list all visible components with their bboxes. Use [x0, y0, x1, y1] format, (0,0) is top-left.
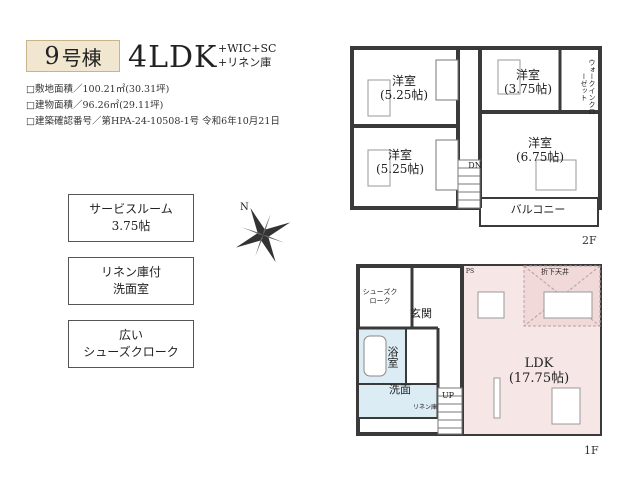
feature-service-room: サービスルーム 3.75帖	[68, 194, 194, 242]
compass-north-label: N	[240, 202, 249, 213]
feature-sub: シューズクローク	[83, 345, 179, 359]
balcony-label: バルコニー	[510, 203, 566, 216]
spec-list: □敷地面積／100.21㎡(30.31坪) □建物面積／96.26㎡(29.11…	[26, 82, 280, 130]
washroom-label: 洗面	[389, 383, 411, 396]
unit-badge: 9 号棟	[26, 40, 120, 72]
spec-building-area: □建物面積／96.26㎡(29.11坪)	[26, 100, 164, 111]
pipe-shaft-label: PS	[465, 268, 475, 275]
bathtub-icon	[363, 335, 387, 377]
room-2f-se: 洋室 (6.75帖)	[508, 136, 572, 164]
ldk-size: (17.75帖)	[508, 371, 570, 386]
walk-in-closet-label: ウォークインクローゼット	[580, 59, 596, 115]
bed-icon	[535, 159, 577, 191]
layout-extra-linen: +リネン庫	[218, 56, 272, 69]
room-name: 洋室	[387, 148, 412, 162]
room-2f-nw: 洋室 (5.25帖)	[374, 74, 434, 102]
compass-rose-icon	[235, 207, 291, 263]
layout-title: 4LDK	[128, 40, 218, 75]
bed-icon	[497, 59, 521, 95]
room-2f-ne: 洋室 (3.75帖)	[496, 68, 560, 96]
room-name: 洋室	[527, 136, 552, 150]
linen-closet-label: リネン庫	[412, 404, 437, 411]
room-name: 洋室	[515, 68, 540, 82]
room-size: (5.25帖)	[379, 88, 429, 102]
feature-linen-washroom: リネン庫付 洗面室	[68, 257, 194, 305]
room-size: (5.25帖)	[375, 162, 425, 176]
room-size: (3.75帖)	[503, 82, 553, 96]
bath-label: 浴室	[386, 346, 399, 368]
sofa-icon	[551, 387, 581, 425]
room-name: 洋室	[391, 74, 416, 88]
spec-site-area: □敷地面積／100.21㎡(30.31坪)	[26, 84, 170, 95]
dining-table-icon	[477, 291, 505, 319]
closet-2f-2	[435, 139, 459, 191]
bed-icon	[367, 149, 391, 187]
unit-number: 9	[44, 42, 60, 70]
feature-label: 広い	[118, 328, 143, 342]
spec-permit-number: □建築確認番号／第HPA-24-10508-1号 令和6年10月21日	[26, 116, 280, 127]
ldk-room: LDK (17.75帖)	[504, 356, 574, 386]
shoe-closet-label: シューズクローク	[362, 288, 398, 305]
closet-2f-1	[435, 59, 459, 101]
tv-icon	[493, 377, 501, 419]
floor-plan-1f	[356, 264, 602, 436]
room-size: (6.75帖)	[515, 150, 565, 164]
feature-label: サービスルーム	[89, 202, 173, 216]
feature-sub: 3.75帖	[111, 219, 151, 233]
unit-suffix: 号棟	[61, 45, 102, 70]
folded-ceiling-label: 折下天井	[541, 268, 569, 276]
bed-icon	[367, 79, 391, 117]
stairs-down-label: DN	[468, 161, 482, 170]
stairs-up-label: UP	[441, 391, 455, 400]
balcony-area	[479, 197, 599, 227]
layout-extra-wic-sc: +WIC+SC	[218, 42, 277, 55]
floor-label-1f: 1F	[584, 444, 599, 457]
entrance-label: 玄関	[410, 307, 432, 320]
layout-extras: +WIC+SC +リネン庫	[218, 42, 276, 70]
feature-shoe-closet: 広い シューズクローク	[68, 320, 194, 368]
floor-label-2f: 2F	[582, 234, 597, 247]
kitchen-counter-icon	[543, 291, 593, 319]
floor-plan-2f	[350, 46, 602, 227]
room-2f-sw: 洋室 (5.25帖)	[370, 148, 430, 176]
feature-label: リネン庫付	[100, 265, 161, 279]
feature-sub: 洗面室	[112, 282, 149, 296]
ldk-name: LDK	[524, 356, 554, 371]
washroom-area	[357, 383, 439, 419]
